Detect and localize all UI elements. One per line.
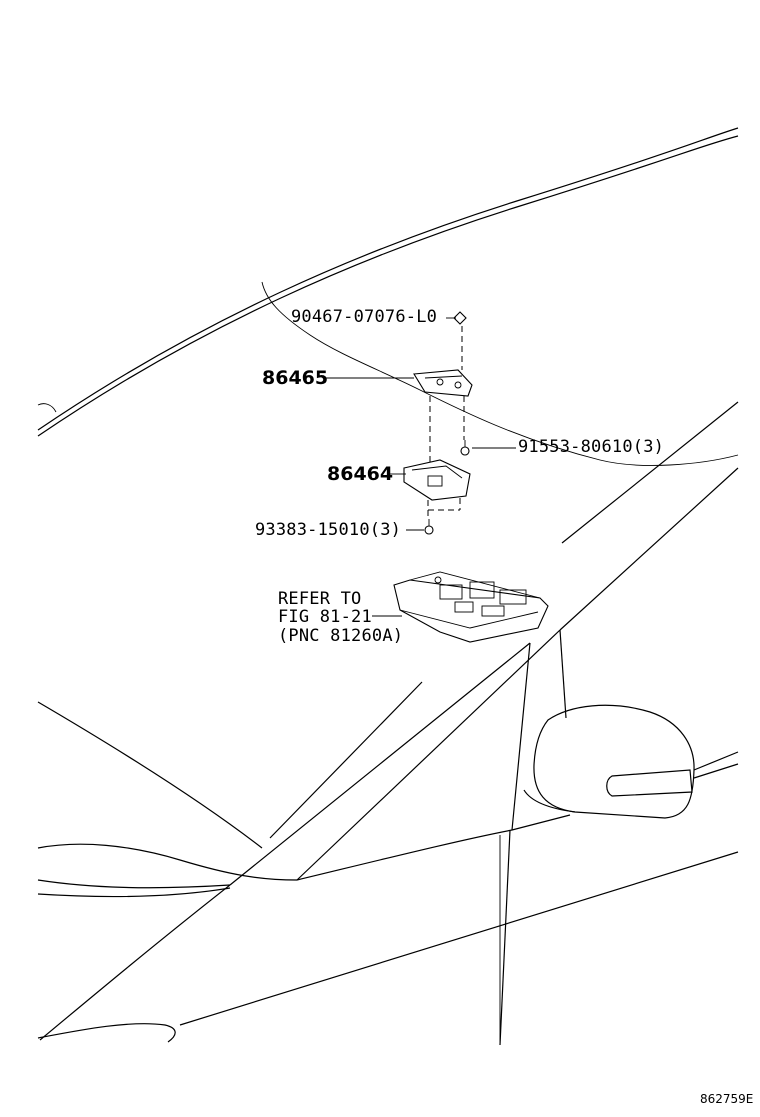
callout-bolt-part: 93383-15010(3) <box>255 520 402 540</box>
figure-code: 862759E <box>700 1092 754 1106</box>
a-pillar <box>229 401 739 886</box>
bracket-86465 <box>413 369 473 397</box>
refer-note-line3: (PNC 81260A) <box>278 626 404 646</box>
roof-line <box>37 127 739 466</box>
callout-clip-part: 90467-07076-L0 <box>291 307 438 327</box>
callout-module-part: 86464 <box>327 463 394 485</box>
assembly-lines <box>427 326 465 518</box>
callout-screw-part: 91553-80610(3) <box>518 437 665 457</box>
callout-bracket-part: 86465 <box>262 367 329 389</box>
refer-note-line2: FIG 81-21 <box>278 607 372 627</box>
leader-lines <box>325 317 516 617</box>
module-86464 <box>403 459 471 501</box>
dashboard-lines <box>37 701 739 1046</box>
door-mirror <box>523 704 739 819</box>
overhead-console <box>393 571 549 643</box>
fasteners <box>424 311 470 535</box>
refer-note-line1: REFER TO <box>278 589 362 609</box>
